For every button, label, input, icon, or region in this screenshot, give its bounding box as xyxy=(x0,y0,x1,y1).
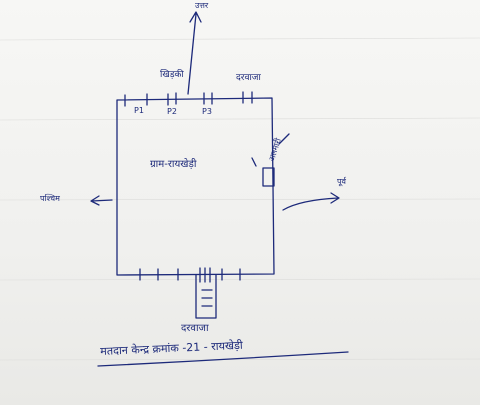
top-label: उत्तर xyxy=(195,1,209,10)
east-arrow xyxy=(282,192,340,211)
center-label-accent xyxy=(251,157,257,167)
west-label: पश्चिम xyxy=(40,194,60,203)
top-wall-ticks xyxy=(124,91,253,107)
p1-label: P1 xyxy=(134,106,144,115)
south-door xyxy=(195,267,217,319)
east-label-stroke xyxy=(278,133,290,145)
paper-lines xyxy=(0,37,480,361)
p2-label: P2 xyxy=(167,107,177,116)
south-label: दरवाजा xyxy=(181,323,209,334)
bottom-wall-ticks xyxy=(139,268,241,281)
north-right-label: दरवाजा xyxy=(236,73,261,83)
footer-underline xyxy=(97,351,349,367)
east-box xyxy=(262,167,275,187)
east-arrow-label: पूर्व xyxy=(337,177,346,186)
north-left-label: खिड़की xyxy=(160,70,184,80)
room-outline xyxy=(116,97,275,276)
west-arrow xyxy=(90,195,113,206)
north-arrow xyxy=(187,11,202,95)
p3-label: P3 xyxy=(202,107,212,116)
center-label: ग्राम-रायखेड़ी xyxy=(150,159,197,170)
